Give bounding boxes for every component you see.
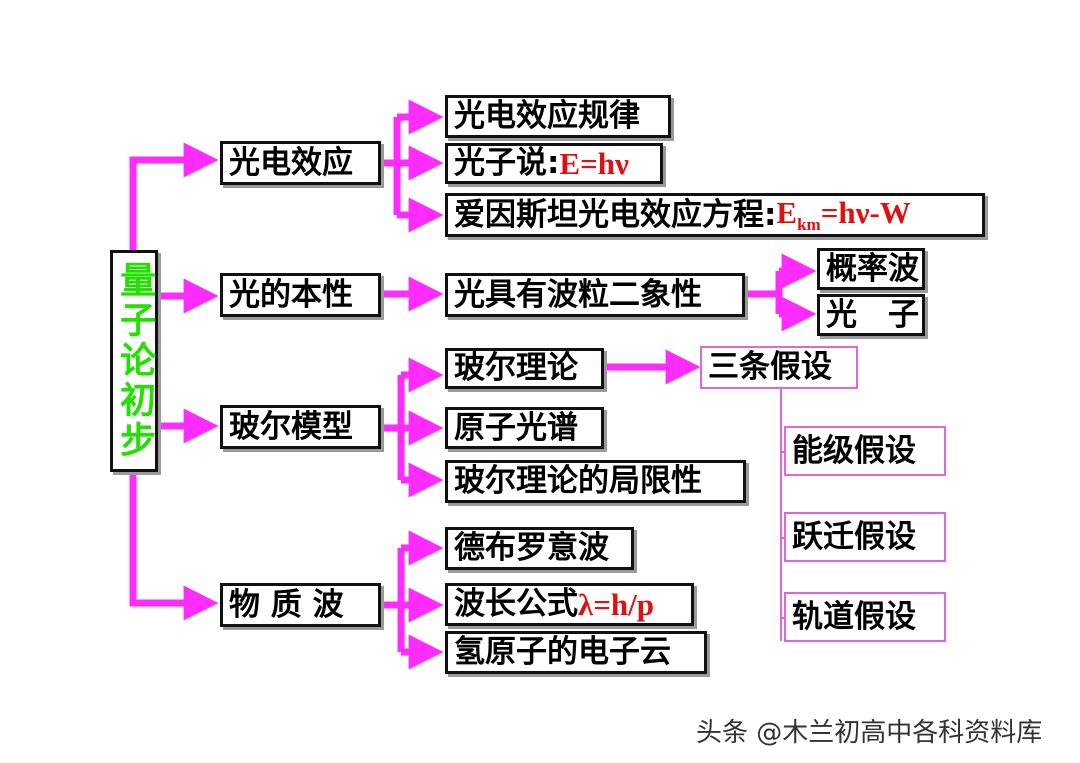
node-wave-particle-duality: 光具有波粒二象性: [445, 273, 745, 317]
einstein-rest: =hν-W: [820, 195, 911, 230]
node-energy-level-hypothesis: 能级假设: [784, 426, 946, 476]
node-photon-theory: 光子说:E=hν: [445, 143, 663, 184]
arrow-root-to-photoelectric: [129, 142, 219, 250]
photon-formula: E=hν: [559, 146, 629, 181]
node-atomic-spectrum: 原子光谱: [445, 407, 604, 449]
arrow-root-to-matter: [129, 472, 219, 621]
wavelength-label: 波长公式: [454, 586, 578, 622]
einstein-e: E: [776, 195, 798, 230]
node-probability-wave: 概率波: [817, 248, 925, 290]
node-orbit-hypothesis: 轨道假设: [784, 592, 946, 642]
node-bohr-theory: 玻尔理论: [445, 348, 604, 389]
node-transition-hypothesis: 跃迁假设: [784, 512, 946, 562]
einstein-formula: Ekm=hν-W: [776, 197, 910, 233]
node-electron-cloud: 氢原子的电子云: [445, 631, 707, 674]
node-photon: 光 子: [817, 294, 925, 336]
einstein-subscript: km: [797, 215, 821, 234]
node-three-hypotheses: 三条假设: [700, 346, 858, 389]
node-einstein-equation: 爱因斯坦光电效应方程:Ekm=hν-W: [445, 193, 985, 237]
node-photoelectric-law: 光电效应规律: [445, 95, 671, 138]
node-nature-of-light: 光的本性: [220, 273, 381, 317]
photon-theory-label: 光子说:: [454, 145, 560, 181]
node-de-broglie-wave: 德布罗意波: [445, 527, 634, 570]
node-photoelectric-effect: 光电效应: [220, 141, 381, 185]
wavelength-formula: λ=h/p: [578, 587, 654, 622]
node-matter-wave: 物 质 波: [220, 583, 381, 627]
einstein-label: 爱因斯坦光电效应方程:: [454, 196, 777, 233]
node-bohr-limitations: 玻尔理论的局限性: [445, 460, 746, 503]
node-bohr-model: 玻尔模型: [220, 405, 381, 449]
root-node: 量子论初步: [110, 250, 158, 472]
watermark: 头条 @木兰初高中各科资料库: [696, 718, 1043, 748]
